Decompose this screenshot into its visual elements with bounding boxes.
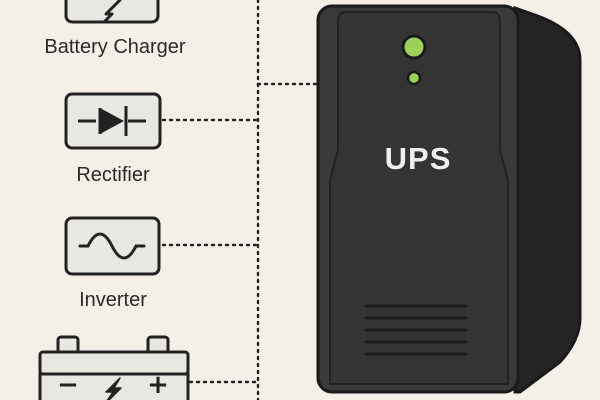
inverter-box: [64, 216, 161, 276]
diode-icon: [78, 106, 146, 136]
ups-unit: UPS: [316, 4, 582, 394]
lightning-bolt-icon: [102, 0, 122, 24]
battery-minus-sign: −: [57, 370, 79, 400]
battery-bolt-icon: [105, 377, 122, 400]
sine-wave-icon: [78, 232, 146, 260]
status-led-icon: [406, 70, 422, 86]
inverter-label: Inverter: [79, 289, 147, 311]
battery-charger-box: [64, 0, 160, 24]
ups-front-panel: [329, 11, 509, 385]
battery-charger-label: Battery Charger: [44, 36, 186, 58]
ups-side-panel: [513, 5, 582, 394]
rectifier-label: Rectifier: [76, 164, 150, 186]
rectifier-box: [64, 92, 162, 150]
battery-plus-sign: +: [147, 370, 169, 400]
connector-lines: [161, 0, 318, 400]
battery-icon: − +: [38, 335, 190, 400]
ups-label: UPS: [385, 141, 452, 176]
power-led-icon: [401, 34, 427, 60]
vent-grille: [364, 304, 468, 356]
